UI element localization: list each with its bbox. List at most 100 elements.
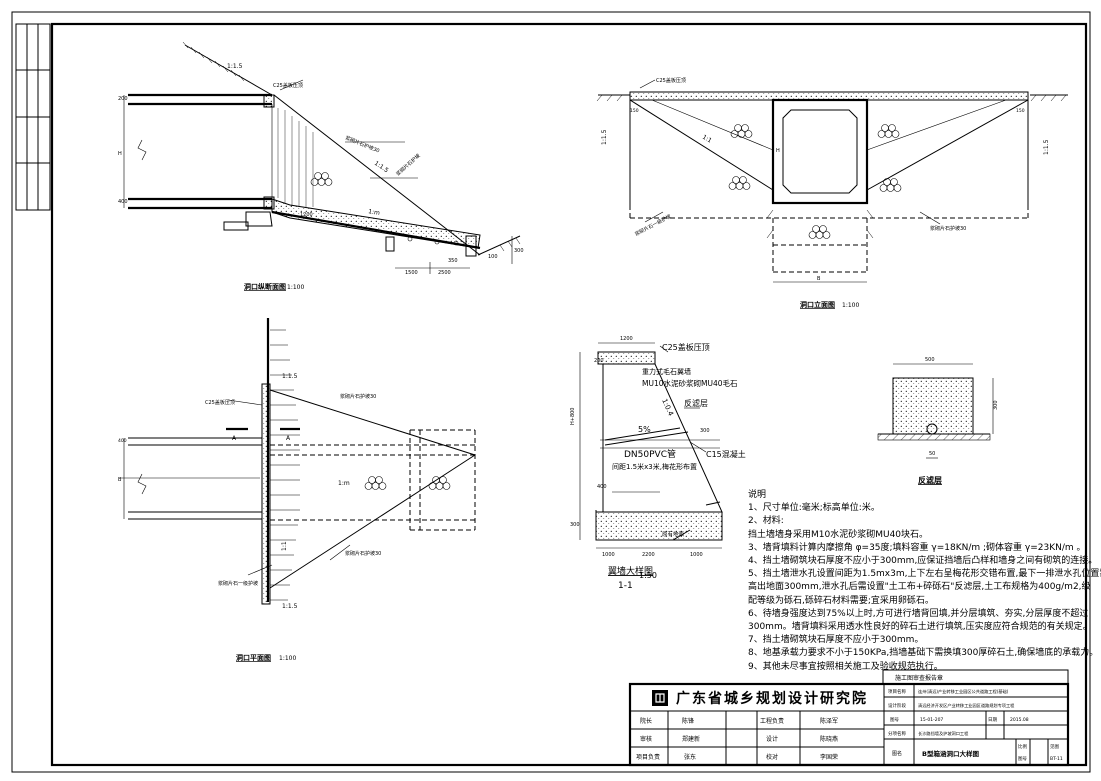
plan-label-rubble-bottom: 浆砌片石护坡30	[345, 550, 381, 557]
plan-label-slope-bottom: 1:1.5	[282, 603, 298, 610]
elevation-dim-s2: 150	[1016, 108, 1025, 114]
role-3: 审核	[640, 735, 652, 743]
name-3: 郑建新	[682, 735, 700, 743]
date-value: 2015.08	[1010, 717, 1029, 723]
role-5: 项目负责	[636, 753, 660, 761]
apron	[223, 198, 481, 257]
ground-slope	[182, 41, 521, 256]
retaining-label-material-1: 重力式毛石翼墙	[642, 367, 691, 376]
note-item: 8、地基承载力要求不小于150KPa,挡墙基础下需换填300厚碎石土,确保墙底的…	[748, 648, 1099, 659]
note-item: 2、材料:	[748, 516, 784, 527]
section-label-slope-top: 1:1.5	[227, 63, 243, 70]
section-drawing	[123, 41, 521, 274]
elevation-drawing	[596, 79, 1068, 283]
elevation-scale: 1:100	[842, 302, 859, 309]
unit-label: 分项名称	[888, 730, 906, 737]
plan-drawing	[120, 318, 476, 605]
retaining-label-material-2: MU10水泥砂浆砌MU40毛石	[642, 378, 738, 388]
retaining-drawing	[579, 342, 723, 549]
note-item: 高出地面300mm,泄水孔后需设置"土工布+碎砾石"反滤层,土工布规格为400g…	[748, 582, 1091, 593]
plan-title: 洞口平面图	[236, 653, 271, 662]
unit-value: 长沙路挡墙及护坡洞口工程	[918, 730, 969, 737]
drawing-value: B型箱涵洞口大样图	[922, 749, 979, 758]
project-value: 连州(清远)产业转移工业园区公共道路工程(基础)	[918, 688, 1009, 695]
plan-label-wing: 浆砌片石一级护坡	[218, 580, 258, 587]
no-value: 15-01-207	[920, 717, 943, 723]
plan-dim-h: 400	[118, 438, 127, 444]
elevation-label-rubble-right: 浆砌片石护坡30	[930, 225, 966, 232]
plan-label-slope-m: 1:m	[338, 480, 350, 487]
retaining-dim-1: 1000	[602, 552, 615, 558]
sub-value: 清远经济开发区产业转移工业园区道路规划专项工程	[918, 702, 1015, 709]
plan-scale: 1:100	[279, 655, 296, 662]
notes-heading: 说明	[748, 490, 767, 500]
filter-drawing	[877, 363, 994, 459]
elevation-label-slope-left: 1:1.5	[601, 129, 608, 145]
sheet-value: BT-11	[1050, 756, 1063, 762]
elevation-label-slope-right: 1:1.5	[1043, 139, 1050, 155]
section-dim-1: 1500	[405, 270, 418, 276]
filter-title: 反滤层	[918, 475, 942, 485]
section-dim-d: 1200	[300, 212, 313, 218]
filter-dim-d: 50	[929, 451, 935, 457]
retaining-label-slope: 1:0.4	[660, 398, 675, 418]
retaining-label-filter: 反滤层	[684, 398, 708, 408]
retaining-dim-4: 400	[597, 484, 607, 490]
role-6: 校对	[766, 753, 778, 761]
section-label-rubble: 浆砌片石护坡30	[344, 134, 380, 154]
plan-mark-a: A	[232, 435, 237, 442]
note-item: 6、待墙身强度达到75%以上时,方可进行墙背回填,并分层填筑、夯实,分层厚度不超…	[748, 608, 1089, 619]
note-item: 4、挡土墙砌筑块石厚度不应小于300mm,应保证挡墙后凸样和墙身之间有砌筑的连接…	[748, 556, 1098, 567]
role-4: 设计	[766, 735, 778, 743]
note-item: 1、尺寸单位:毫米;标高单位:米。	[748, 503, 880, 514]
title-stamp: 施工图审查报告章	[895, 674, 943, 682]
plan-mark-a2: A	[286, 435, 291, 442]
section-title: 洞口纵断面图	[244, 282, 286, 291]
role-2: 工程负责	[760, 717, 784, 725]
plan-label-cap: C25盖板压顶	[205, 399, 235, 406]
section-dim-b: 200	[118, 96, 128, 102]
note-item: 300mm。墙背填料采用透水性良好的碎石土进行填筑,压实度应符合规范的有关规定。	[748, 622, 1092, 633]
retaining-label-ground: 原有地面	[662, 530, 685, 538]
retaining-dim-3: 1000	[690, 552, 703, 558]
note-item: 9、其他未尽事宜按照相关施工及验收规范执行。	[748, 661, 943, 672]
date-label: 日期	[988, 717, 997, 723]
section-label-cap: C25盖板压顶	[273, 82, 303, 89]
retaining-label-cap: C25盖板压顶	[662, 342, 710, 352]
name-5: 张东	[684, 753, 696, 761]
elevation-dim-b: B	[817, 276, 821, 282]
design-notes: 说明 1、尺寸单位:毫米;标高单位:米。 2、材料: 挡土墙墙身采用M10水泥砂…	[748, 489, 1101, 674]
section-label-protect: 浆砌片石护坡	[395, 152, 422, 177]
plan-label-slope-1: 1:1	[281, 541, 288, 551]
note-item: 7、挡土墙砌筑块石厚度不应小于300mm。	[748, 635, 924, 646]
elevation-title: 洞口立面图	[800, 300, 835, 309]
note-item: 挡土墙墙身采用M10水泥砂浆砌MU40块石。	[748, 529, 929, 540]
scale-value: 见图	[1050, 744, 1059, 750]
section-dim-e: 100	[488, 254, 498, 260]
elevation-label-cap: C25盖板压顶	[656, 77, 686, 84]
note-item: 配等级为砾石,砾碎石材料需要;宜采用卵砾石。	[748, 595, 934, 606]
retaining-label-pct: 5%	[638, 425, 651, 434]
section-dim-v: 300	[514, 248, 524, 254]
sub-label: 设计阶段	[888, 702, 906, 709]
filter-dim-w: 500	[925, 357, 935, 363]
elevation-label-rubble-left: 浆砌片石一级护坡	[634, 213, 673, 238]
retaining-scale: 1:50	[639, 571, 657, 580]
retaining-label-base: C15混凝土	[706, 449, 746, 459]
retaining-label-pipe: DN50PVC管	[624, 448, 676, 460]
plan-label-slope-top: 1:1.5	[282, 373, 298, 380]
section-dim-h: H	[118, 151, 122, 157]
plan-label-rubble-top: 浆砌片石护坡30	[340, 393, 376, 400]
elevation-dim-h: H	[776, 148, 780, 154]
retaining-subtitle: 1-1	[618, 581, 633, 591]
no-label: 图号	[890, 717, 899, 723]
sheet-border	[11, 11, 1091, 773]
scale-label: 比例	[1018, 743, 1027, 750]
drawing-label: 图名	[892, 750, 902, 757]
plan-dim-b: B	[118, 477, 122, 483]
retaining-label-spacing: 间距1.5米x3米,梅花形布置	[612, 462, 697, 471]
note-item: 5、挡土墙泄水孔设置间距为1.5mx3m,上下左右呈梅花形交错布置,最下一排泄水…	[748, 569, 1101, 580]
name-6: 李国荣	[820, 753, 838, 761]
section-label-slope-bottom: 1:m	[368, 208, 381, 217]
